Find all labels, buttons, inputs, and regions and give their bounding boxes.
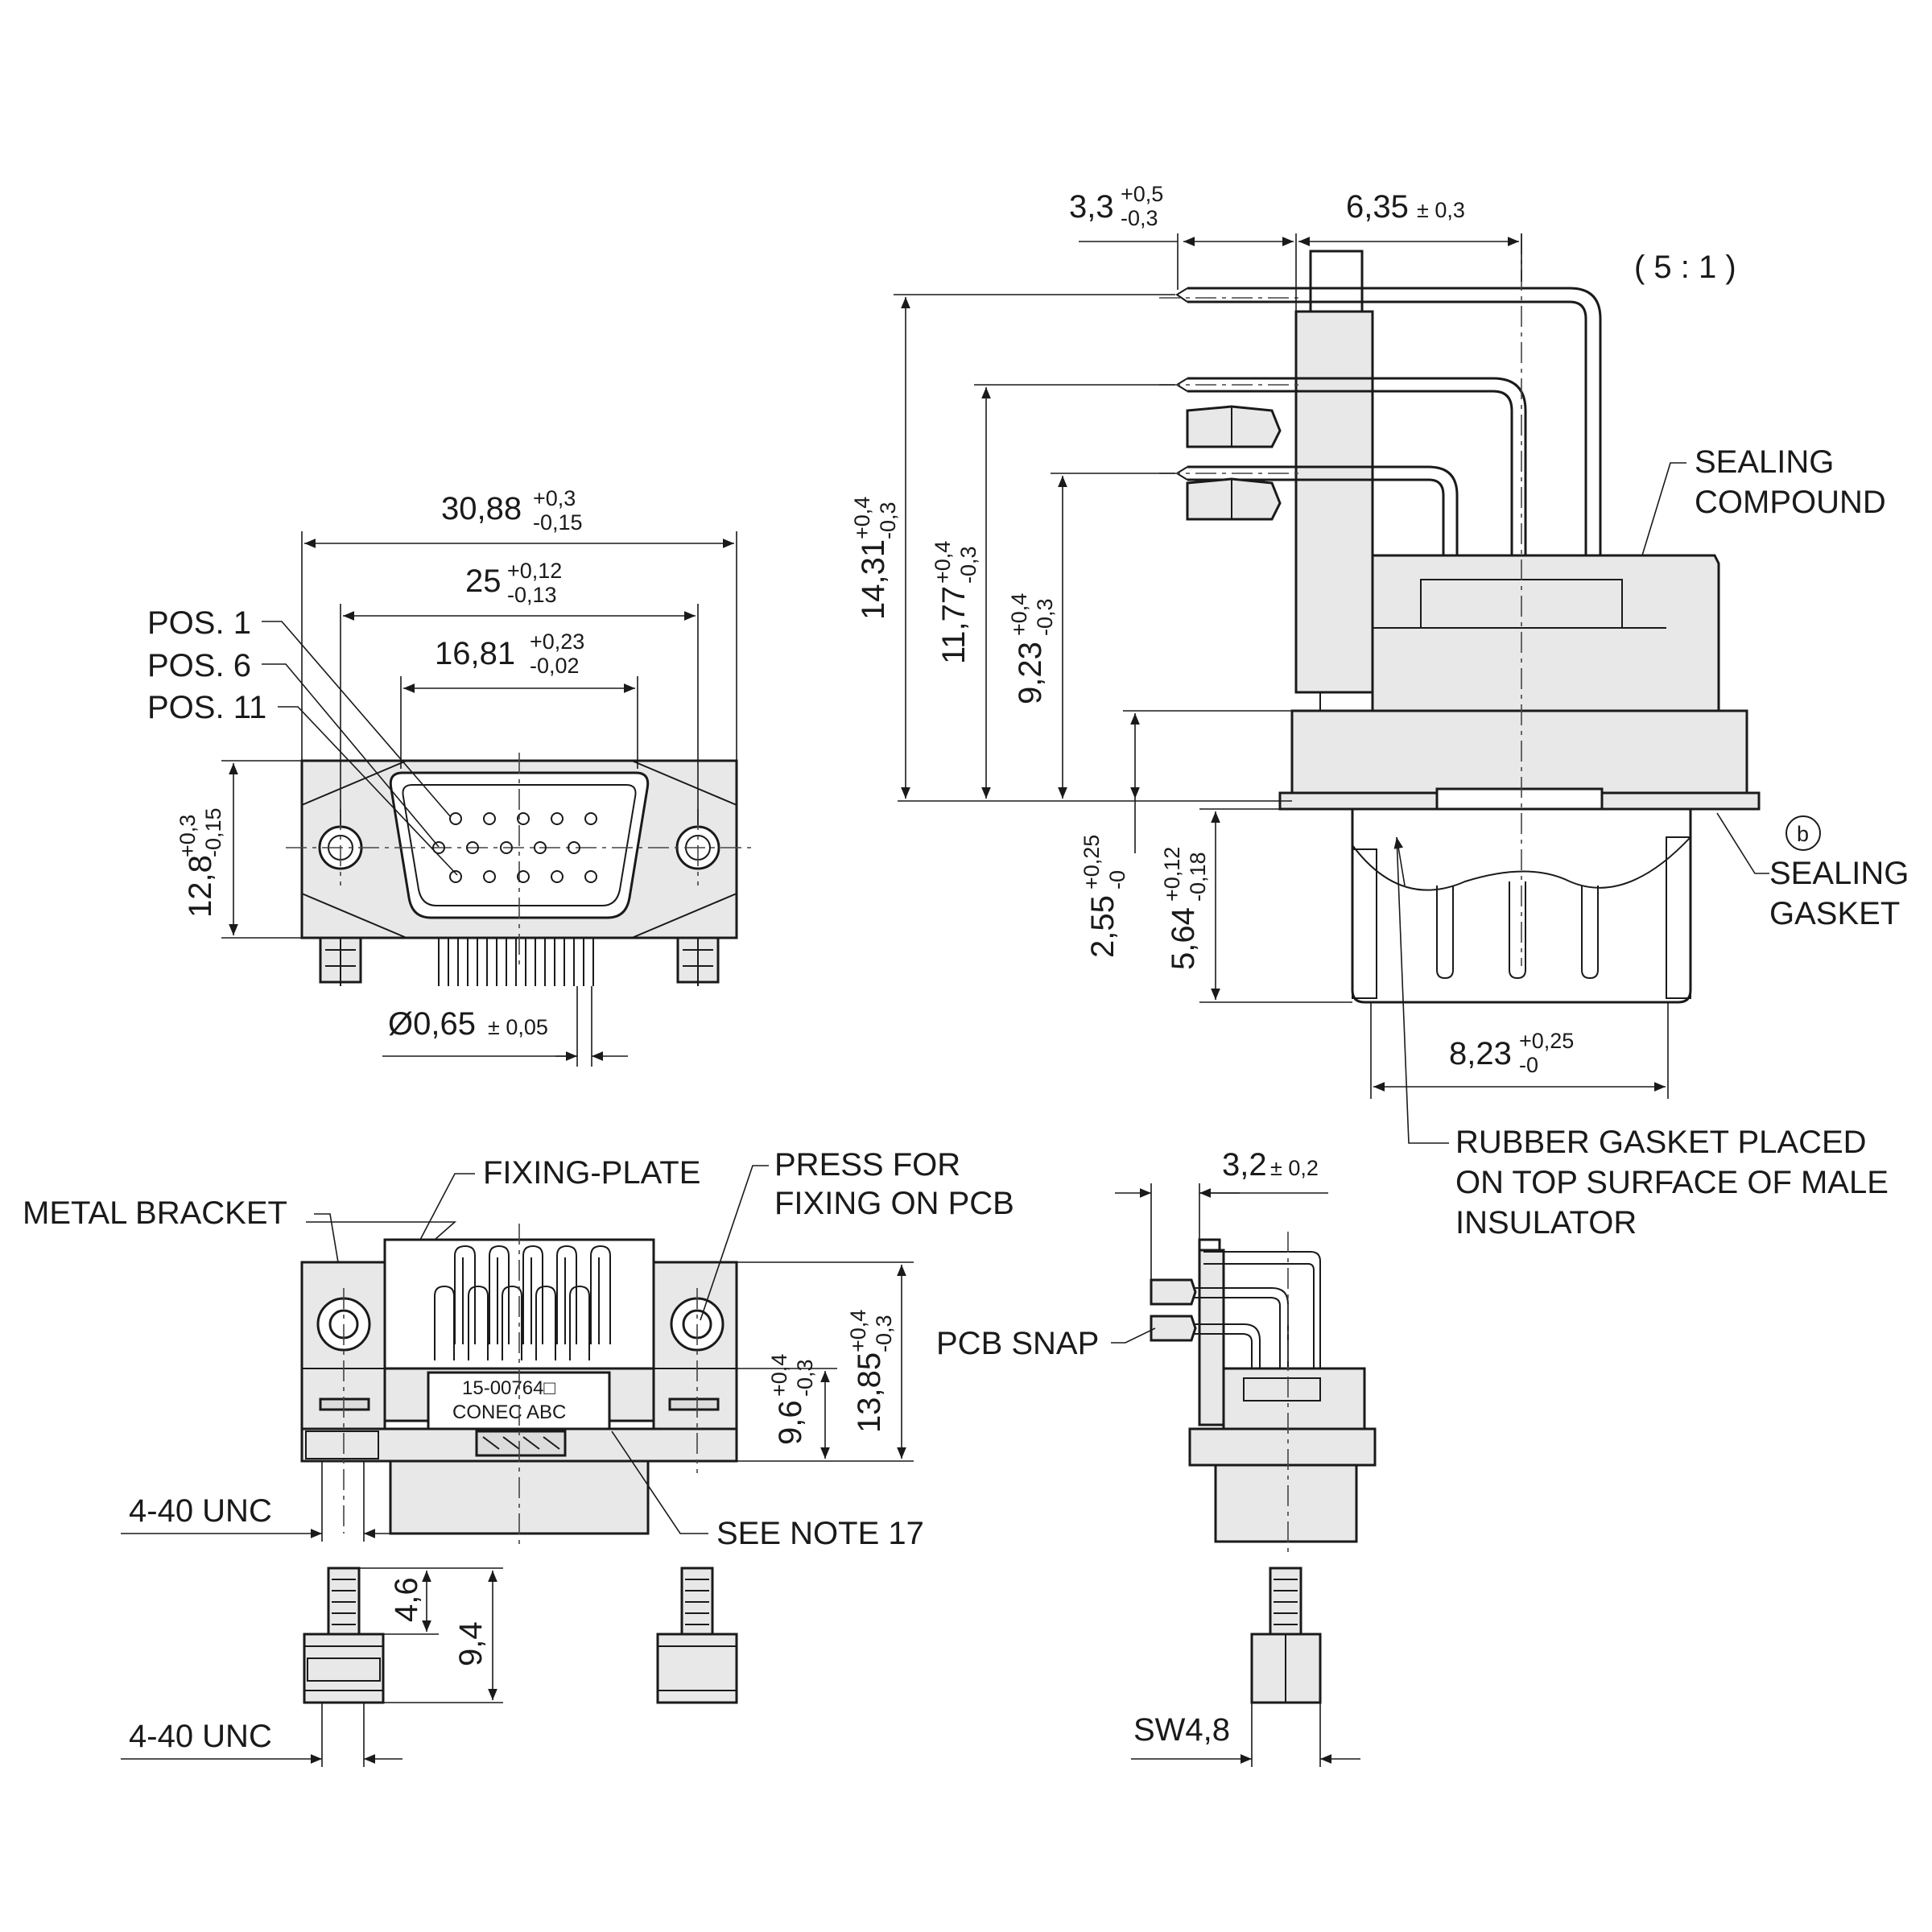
- svg-text:-0,3: -0,3: [872, 1315, 896, 1352]
- standoff-bolt-right: [656, 1567, 738, 1704]
- svg-text:+0,25: +0,25: [1519, 1029, 1574, 1053]
- svg-text:12,8: 12,8: [183, 855, 218, 918]
- svg-text:-0: -0: [1519, 1053, 1538, 1077]
- small-flange: [1188, 1427, 1377, 1467]
- side-view: 3,3 +0,5 -0,3 6,35 ± 0,3 14,31 +0,4 -0,3…: [850, 182, 1909, 1241]
- front-view: 30,88 +0,3 -0,15 25 +0,12 -0,13 16,81 +0…: [147, 486, 753, 1067]
- svg-text:+0,12: +0,12: [1160, 847, 1184, 902]
- svg-text:4,6: 4,6: [389, 1577, 424, 1622]
- standoff-bolt-left: [303, 1567, 385, 1704]
- side-pcb-snap-1: [1186, 405, 1282, 448]
- svg-text:9,6: 9,6: [773, 1400, 808, 1445]
- side-upper-block: [1294, 310, 1374, 694]
- svg-text:-0,02: -0,02: [530, 654, 580, 678]
- svg-text:-0,3: -0,3: [1121, 206, 1158, 230]
- metal-bracket-label: METAL BRACKET: [23, 1195, 287, 1231]
- svg-text:16,81: 16,81: [435, 636, 515, 671]
- svg-text:+0,3: +0,3: [175, 815, 200, 857]
- pcb-snap-label: PCB SNAP: [936, 1326, 1099, 1361]
- svg-text:-0,3: -0,3: [876, 502, 900, 539]
- svg-text:-0,3: -0,3: [956, 546, 980, 584]
- rear-pins: [434, 1245, 611, 1360]
- svg-text:± 0,3: ± 0,3: [1417, 198, 1465, 222]
- svg-text:13,85: 13,85: [852, 1352, 887, 1433]
- side-flange: [1290, 709, 1748, 795]
- svg-text:+0,23: +0,23: [530, 630, 584, 654]
- svg-text:+0,4: +0,4: [1007, 593, 1031, 636]
- press-note-label: PRESS FOR: [774, 1147, 960, 1183]
- svg-text:+0,5: +0,5: [1121, 182, 1163, 206]
- contacts-row-2: [432, 841, 580, 854]
- svg-text:INSULATOR: INSULATOR: [1455, 1205, 1637, 1241]
- svg-text:11,77: 11,77: [936, 586, 972, 664]
- svg-text:+0,4: +0,4: [846, 1310, 870, 1352]
- pos-1-label: POS. 1: [147, 605, 251, 641]
- thread-top-label: 4-40 UNC: [129, 1493, 272, 1529]
- scale-label: ( 5 : 1 ): [1634, 250, 1736, 285]
- svg-text:+0,4: +0,4: [931, 541, 955, 584]
- svg-text:FIXING ON PCB: FIXING ON PCB: [774, 1186, 1014, 1221]
- d-sub-shell-inner: [402, 784, 637, 906]
- svg-text:-0,13: -0,13: [507, 583, 557, 607]
- svg-text:ON TOP SURFACE OF MALE: ON TOP SURFACE OF MALE: [1455, 1165, 1889, 1200]
- svg-text:+0,3: +0,3: [533, 486, 576, 510]
- svg-text:5,64: 5,64: [1166, 907, 1201, 970]
- svg-text:-0,3: -0,3: [1033, 598, 1057, 636]
- fixing-plate-label: FIXING-PLATE: [483, 1155, 700, 1191]
- svg-text:-0,15: -0,15: [201, 807, 225, 857]
- svg-text:GASKET: GASKET: [1769, 896, 1900, 931]
- side-pcb-snap-2: [1186, 477, 1282, 521]
- svg-text:+0,25: +0,25: [1080, 835, 1104, 890]
- rubber-gasket-note: RUBBER GASKET PLACED: [1455, 1125, 1867, 1160]
- contacts-row-1: [449, 812, 597, 825]
- svg-text:6,35: 6,35: [1346, 189, 1409, 225]
- thread-bottom-label: 4-40 UNC: [129, 1719, 272, 1754]
- contacts-row-3: [449, 870, 597, 883]
- svg-text:b: b: [1797, 822, 1809, 846]
- see-note-label: SEE NOTE 17: [716, 1516, 924, 1551]
- svg-text:14,31: 14,31: [856, 539, 891, 620]
- svg-text:30,88: 30,88: [441, 491, 522, 526]
- side-body-block: [1371, 554, 1720, 712]
- small-side-view: 3,2 ± 0,2 PCB SNAP SW4,8: [936, 1147, 1377, 1767]
- svg-text:8,23: 8,23: [1449, 1036, 1512, 1071]
- svg-text:+0,12: +0,12: [507, 559, 562, 583]
- svg-text:-0,15: -0,15: [533, 510, 583, 535]
- sealing-compound-label: SEALING: [1695, 444, 1834, 480]
- svg-text:-0: -0: [1105, 870, 1129, 890]
- side-bent-pins: [1175, 287, 1602, 555]
- svg-text:-0,3: -0,3: [793, 1359, 817, 1397]
- sealing-gasket-label: SEALING: [1769, 856, 1909, 891]
- svg-text:Ø0,65: Ø0,65: [388, 1006, 476, 1042]
- svg-text:3,2: 3,2: [1222, 1147, 1267, 1183]
- svg-text:25: 25: [465, 564, 502, 599]
- part-number: 15-00764□: [462, 1377, 555, 1399]
- svg-text:+0,4: +0,4: [850, 497, 874, 539]
- svg-text:9,4: 9,4: [453, 1621, 489, 1666]
- svg-text:9,23: 9,23: [1013, 642, 1048, 704]
- pos-11-label: POS. 11: [147, 690, 266, 725]
- svg-text:± 0,2: ± 0,2: [1270, 1156, 1319, 1180]
- svg-text:± 0,05: ± 0,05: [488, 1015, 548, 1039]
- svg-text:+0,4: +0,4: [767, 1354, 791, 1397]
- gasket-marker: [1785, 815, 1821, 851]
- svg-text:3,3: 3,3: [1069, 189, 1114, 225]
- brand-mark: CONEC ABC: [452, 1402, 566, 1423]
- side-contacts: [1436, 881, 1599, 980]
- svg-text:COMPOUND: COMPOUND: [1695, 485, 1886, 520]
- svg-text:2,55: 2,55: [1085, 895, 1121, 958]
- pcb-pins-front: [438, 938, 594, 986]
- svg-text:-0,18: -0,18: [1186, 852, 1210, 902]
- rear-view: 15-00764□ CONEC ABC 4-40 UNC FIXING-PLAT…: [23, 1147, 1014, 1767]
- pos-6-label: POS. 6: [147, 648, 251, 683]
- sw-label: SW4,8: [1133, 1712, 1230, 1748]
